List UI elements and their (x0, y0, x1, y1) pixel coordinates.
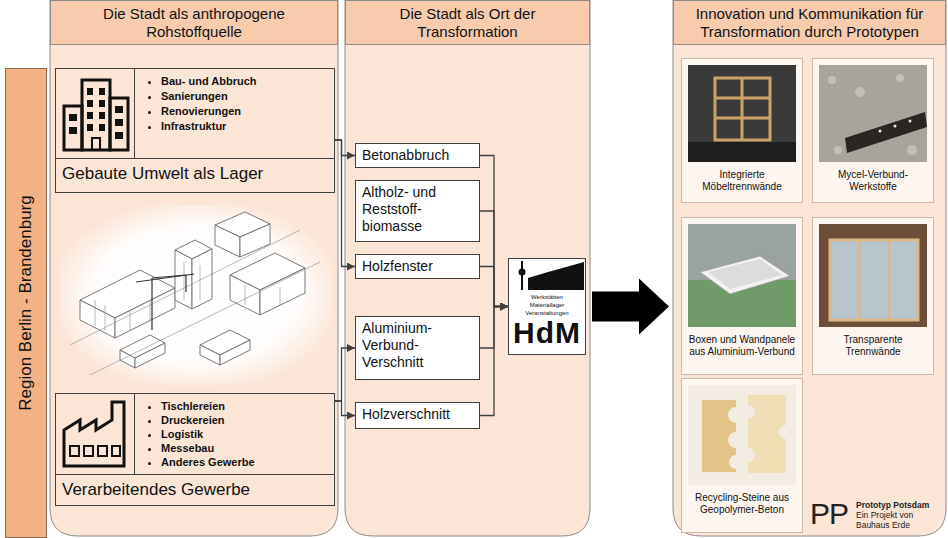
prototype-card: Integrierte Möbeltrennwände (681, 58, 803, 203)
facility-label: Werkstätten (509, 293, 585, 301)
region-band: Region Berlin - Brandenburg (5, 68, 47, 538)
bullet-item: Sanierungen (161, 89, 330, 104)
facility-label: Materiallager (509, 301, 585, 309)
logo-letters: PP (810, 497, 848, 531)
prototype-card: Recycling-Steine aus Geopolymer-Beton (681, 378, 803, 533)
logo-text: Prototyp Potsdam (856, 500, 929, 510)
source-box: Bau- und AbbruchSanierungenRenovierungen… (55, 68, 335, 193)
column-header: Die Stadt als anthropogene Rohstoffquell… (50, 0, 338, 45)
column-panel: Die Stadt als Ort der TransformationBeto… (345, 0, 590, 536)
material-label: Holzfenster (362, 258, 473, 275)
material-box: Altholz- und Reststoff- biomasse (355, 180, 480, 242)
prototype-photos (681, 58, 934, 533)
hub-logo: HdM (509, 317, 585, 349)
factory-icon (64, 402, 124, 466)
material-label: Holzverschnitt (362, 406, 473, 423)
material-box: Aluminium- Verbund- Verschnitt (355, 316, 480, 380)
material-label: Altholz- und Reststoff- biomasse (362, 184, 473, 235)
connector (480, 307, 508, 416)
column-header: Innovation und Kommunikation für Transfo… (673, 0, 946, 45)
connector (480, 211, 508, 307)
connector (335, 401, 355, 416)
prototype-caption: Boxen und Wandpanele aus Aluminium-Verbu… (682, 334, 802, 358)
buildings-icon (64, 80, 128, 150)
connector (335, 348, 355, 401)
column-ground (673, 0, 946, 536)
prototype-card: Mycel-Verbund- Werkstoffe (812, 58, 934, 203)
bullet-list: Bau- und AbbruchSanierungenRenovierungen… (134, 69, 334, 158)
source-box: TischlereienDruckereienLogistikMessebauA… (55, 393, 335, 506)
material-label: Aluminium- Verbund- Verschnitt (362, 320, 473, 371)
logo-text: Ein Projekt von (856, 510, 913, 520)
bullet-item: Logistik (161, 427, 330, 441)
flow-arrow (592, 279, 669, 335)
material-label: Betonabbruch (362, 147, 473, 164)
material-box: Holzfenster (355, 254, 480, 279)
facility-label: Veranstaltungen (509, 309, 585, 317)
prototype-card: Boxen und Wandpanele aus Aluminium-Verbu… (681, 217, 803, 375)
prototype-caption: Mycel-Verbund- Werkstoffe (813, 169, 933, 193)
connector (335, 140, 355, 156)
bullet-item: Messebau (161, 441, 330, 455)
bullet-item: Bau- und Abbruch (161, 74, 330, 89)
prototype-caption: Transparente Trennwände (813, 334, 933, 358)
column-ground (345, 0, 590, 536)
material-box: Holzverschnitt (355, 402, 480, 429)
column-panel: Innovation und Kommunikation für Transfo… (673, 0, 946, 536)
bullet-item: Anderes Gewerbe (161, 455, 330, 469)
column-header: Die Stadt als Ort der Transformation (345, 0, 590, 45)
prototype-card: Transparente Trennwände (812, 217, 934, 375)
region-label: Region Berlin - Brandenburg (16, 195, 36, 410)
bullet-item: Tischlereien (161, 399, 330, 413)
hdm-building-graphic (508, 258, 586, 355)
prototype-caption: Recycling-Steine aus Geopolymer-Beton (682, 492, 802, 516)
connector (480, 156, 508, 307)
logo-text: Bauhaus Erde (856, 520, 910, 530)
connector (335, 140, 355, 267)
column-ground (50, 0, 338, 536)
city-sketch (60, 205, 332, 385)
connector (480, 267, 508, 307)
group-heading: Verarbeitendes Gewerbe (56, 474, 334, 505)
prototype-caption: Integrierte Möbeltrennwände (682, 169, 802, 193)
bullet-item: Infrastruktur (161, 119, 330, 134)
material-box: Betonabbruch (355, 143, 480, 168)
group-heading: Gebaute Umwelt als Lager (56, 158, 334, 189)
bullet-item: Renovierungen (161, 104, 330, 119)
hub-box: WerkstättenMateriallagerVeranstaltungenH… (508, 258, 586, 355)
bullet-item: Druckereien (161, 413, 330, 427)
column-panel: Die Stadt als anthropogene Rohstoffquell… (50, 0, 338, 536)
bullet-list: TischlereienDruckereienLogistikMessebauA… (134, 394, 334, 474)
